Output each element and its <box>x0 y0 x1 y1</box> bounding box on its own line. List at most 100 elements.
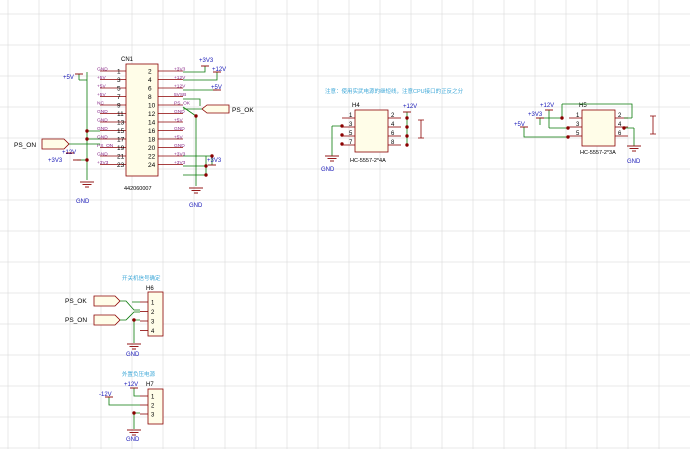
h6-connector[interactable]: H6 1 2 3 4 <box>140 286 164 337</box>
junction-dot <box>204 164 208 168</box>
junction-dot <box>566 135 570 139</box>
junction-dot <box>340 124 344 128</box>
note-top: 注意：使用实武电源的继短线，注意CPU接口的正反之分 <box>325 87 464 95</box>
h7-net-gnd: GND <box>126 437 140 443</box>
h4-net-12v: +12V <box>403 104 417 110</box>
cn1-right-pin-label: +12V <box>174 84 186 90</box>
h5-designator: H5 <box>579 103 587 109</box>
header-pin: 3 <box>151 320 155 326</box>
ps-ok-port[interactable]: PS_OK <box>183 104 254 114</box>
cn1-left-pin-label: GND <box>97 152 108 158</box>
header-pin-right: 2 <box>391 113 395 119</box>
cn1-right-pin-label: PS_OK <box>174 101 191 107</box>
h7-connector[interactable]: H7 123 <box>140 382 164 425</box>
h4-key-marker <box>418 119 424 139</box>
header-pin-left: 3 <box>349 122 353 128</box>
net-gnd-right: GND <box>189 203 203 209</box>
cn1-pin-even: 16 <box>148 128 156 135</box>
ps-on-port[interactable]: PS_ON <box>14 138 100 150</box>
cn1-pin-even: 24 <box>148 162 156 169</box>
header-pin-right: 2 <box>618 113 622 119</box>
h4-designator: H4 <box>352 103 360 109</box>
cn1-pin-odd: 13 <box>117 120 125 127</box>
header-pin: 3 <box>151 413 155 419</box>
cn1-pin-odd: 21 <box>117 154 125 161</box>
cn1-designator: CN1 <box>121 57 134 63</box>
h5-net-gnd: GND <box>627 159 641 165</box>
h5-net-5v: +5V <box>514 122 525 128</box>
ps-on-port-h6[interactable]: PS_ON <box>65 314 121 326</box>
h5-key-marker <box>650 115 656 135</box>
net-3v3-left: +3V3 <box>48 158 63 164</box>
net-5v-right: +5V <box>211 85 222 91</box>
junction-dot <box>405 125 409 129</box>
header-pin-left: 1 <box>576 113 580 119</box>
junction-dot <box>132 411 136 415</box>
h6-designator: H6 <box>146 286 154 292</box>
h6-net-gnd: GND <box>126 352 140 358</box>
cn1-pin-even: 2 <box>148 69 152 76</box>
header-pin-left: 5 <box>576 131 580 137</box>
header-pin-left: 5 <box>349 131 353 137</box>
cn1-pin-odd: 17 <box>117 137 125 144</box>
junction-dot <box>560 116 564 120</box>
junction-dot <box>85 129 89 133</box>
h6-note: 开关机信号确定 <box>122 274 161 282</box>
header-pin: 4 <box>151 329 155 335</box>
header-pin-right: 8 <box>391 140 395 146</box>
cn1-pin-even: 8 <box>148 94 152 101</box>
ps-on-port-shape <box>41 138 70 150</box>
h4-body <box>354 109 389 153</box>
cn1-right-pin-label: GND <box>174 143 185 149</box>
cn1-left-pin-label: GND <box>97 118 108 124</box>
cn1-pin-odd: 15 <box>117 128 125 135</box>
h5-net-3v3: +3V3 <box>528 112 543 118</box>
ps-ok-port-label: PS_OK <box>232 107 254 114</box>
cn1-pin-even: 20 <box>148 145 156 152</box>
h4-part-number: HC-5557-2*4A <box>350 158 386 164</box>
header-pin: 1 <box>151 301 155 307</box>
junction-dot <box>405 143 409 147</box>
junction-dot <box>405 116 409 120</box>
cn1-pin-even: 4 <box>148 77 152 84</box>
h7-note: 外置负压电源 <box>122 370 156 378</box>
junction-dot <box>204 173 208 177</box>
junction-dot <box>566 126 570 130</box>
ps-ok-port-shape <box>201 104 230 114</box>
cn1-pin-odd: 3 <box>117 77 121 84</box>
h7-designator: H7 <box>146 382 154 388</box>
header-pin: 2 <box>151 310 155 316</box>
h7-net-12v: +12V <box>124 382 138 388</box>
cn1-left-pin-label: GND <box>97 135 108 141</box>
cn1-right-pin-label: +12V <box>174 75 186 81</box>
cn1-right-pin-label: +3V3 <box>174 152 186 158</box>
cn1-right-pin-label: GND <box>174 109 185 115</box>
net-12v-right: +12V <box>212 67 226 73</box>
h7-body <box>147 388 164 425</box>
power-symbols <box>66 65 641 436</box>
junctions <box>85 114 626 415</box>
h6-body <box>147 291 164 337</box>
h6-ps-on-label: PS_ON <box>65 317 87 324</box>
header-pin-right: 6 <box>618 131 622 137</box>
header-pin-right: 4 <box>618 122 622 128</box>
cn1-pin-even: 18 <box>148 137 156 144</box>
cn1-right-pin-label: GND <box>174 126 185 132</box>
cn1-pin-odd: 7 <box>117 94 121 101</box>
header-pin: 1 <box>151 395 155 401</box>
h7-net-n12v: -12V <box>99 392 112 398</box>
cn1-left-pin-label: +5V <box>97 75 106 81</box>
cn1-right-pin-label: 5VSB <box>174 92 186 98</box>
cn1-part-number: 442060007 <box>124 186 152 192</box>
cn1-right-pin-label: +3V3 <box>174 160 186 166</box>
cn1-pin-even: 12 <box>148 111 156 118</box>
junction-dot <box>340 142 344 146</box>
ps-on-port-label: PS_ON <box>14 142 36 149</box>
cn1-pin-odd: 23 <box>117 162 125 169</box>
cn1-right-pin-label: +3V3 <box>174 67 186 73</box>
ps-ok-port-h6[interactable]: PS_OK <box>65 295 121 307</box>
